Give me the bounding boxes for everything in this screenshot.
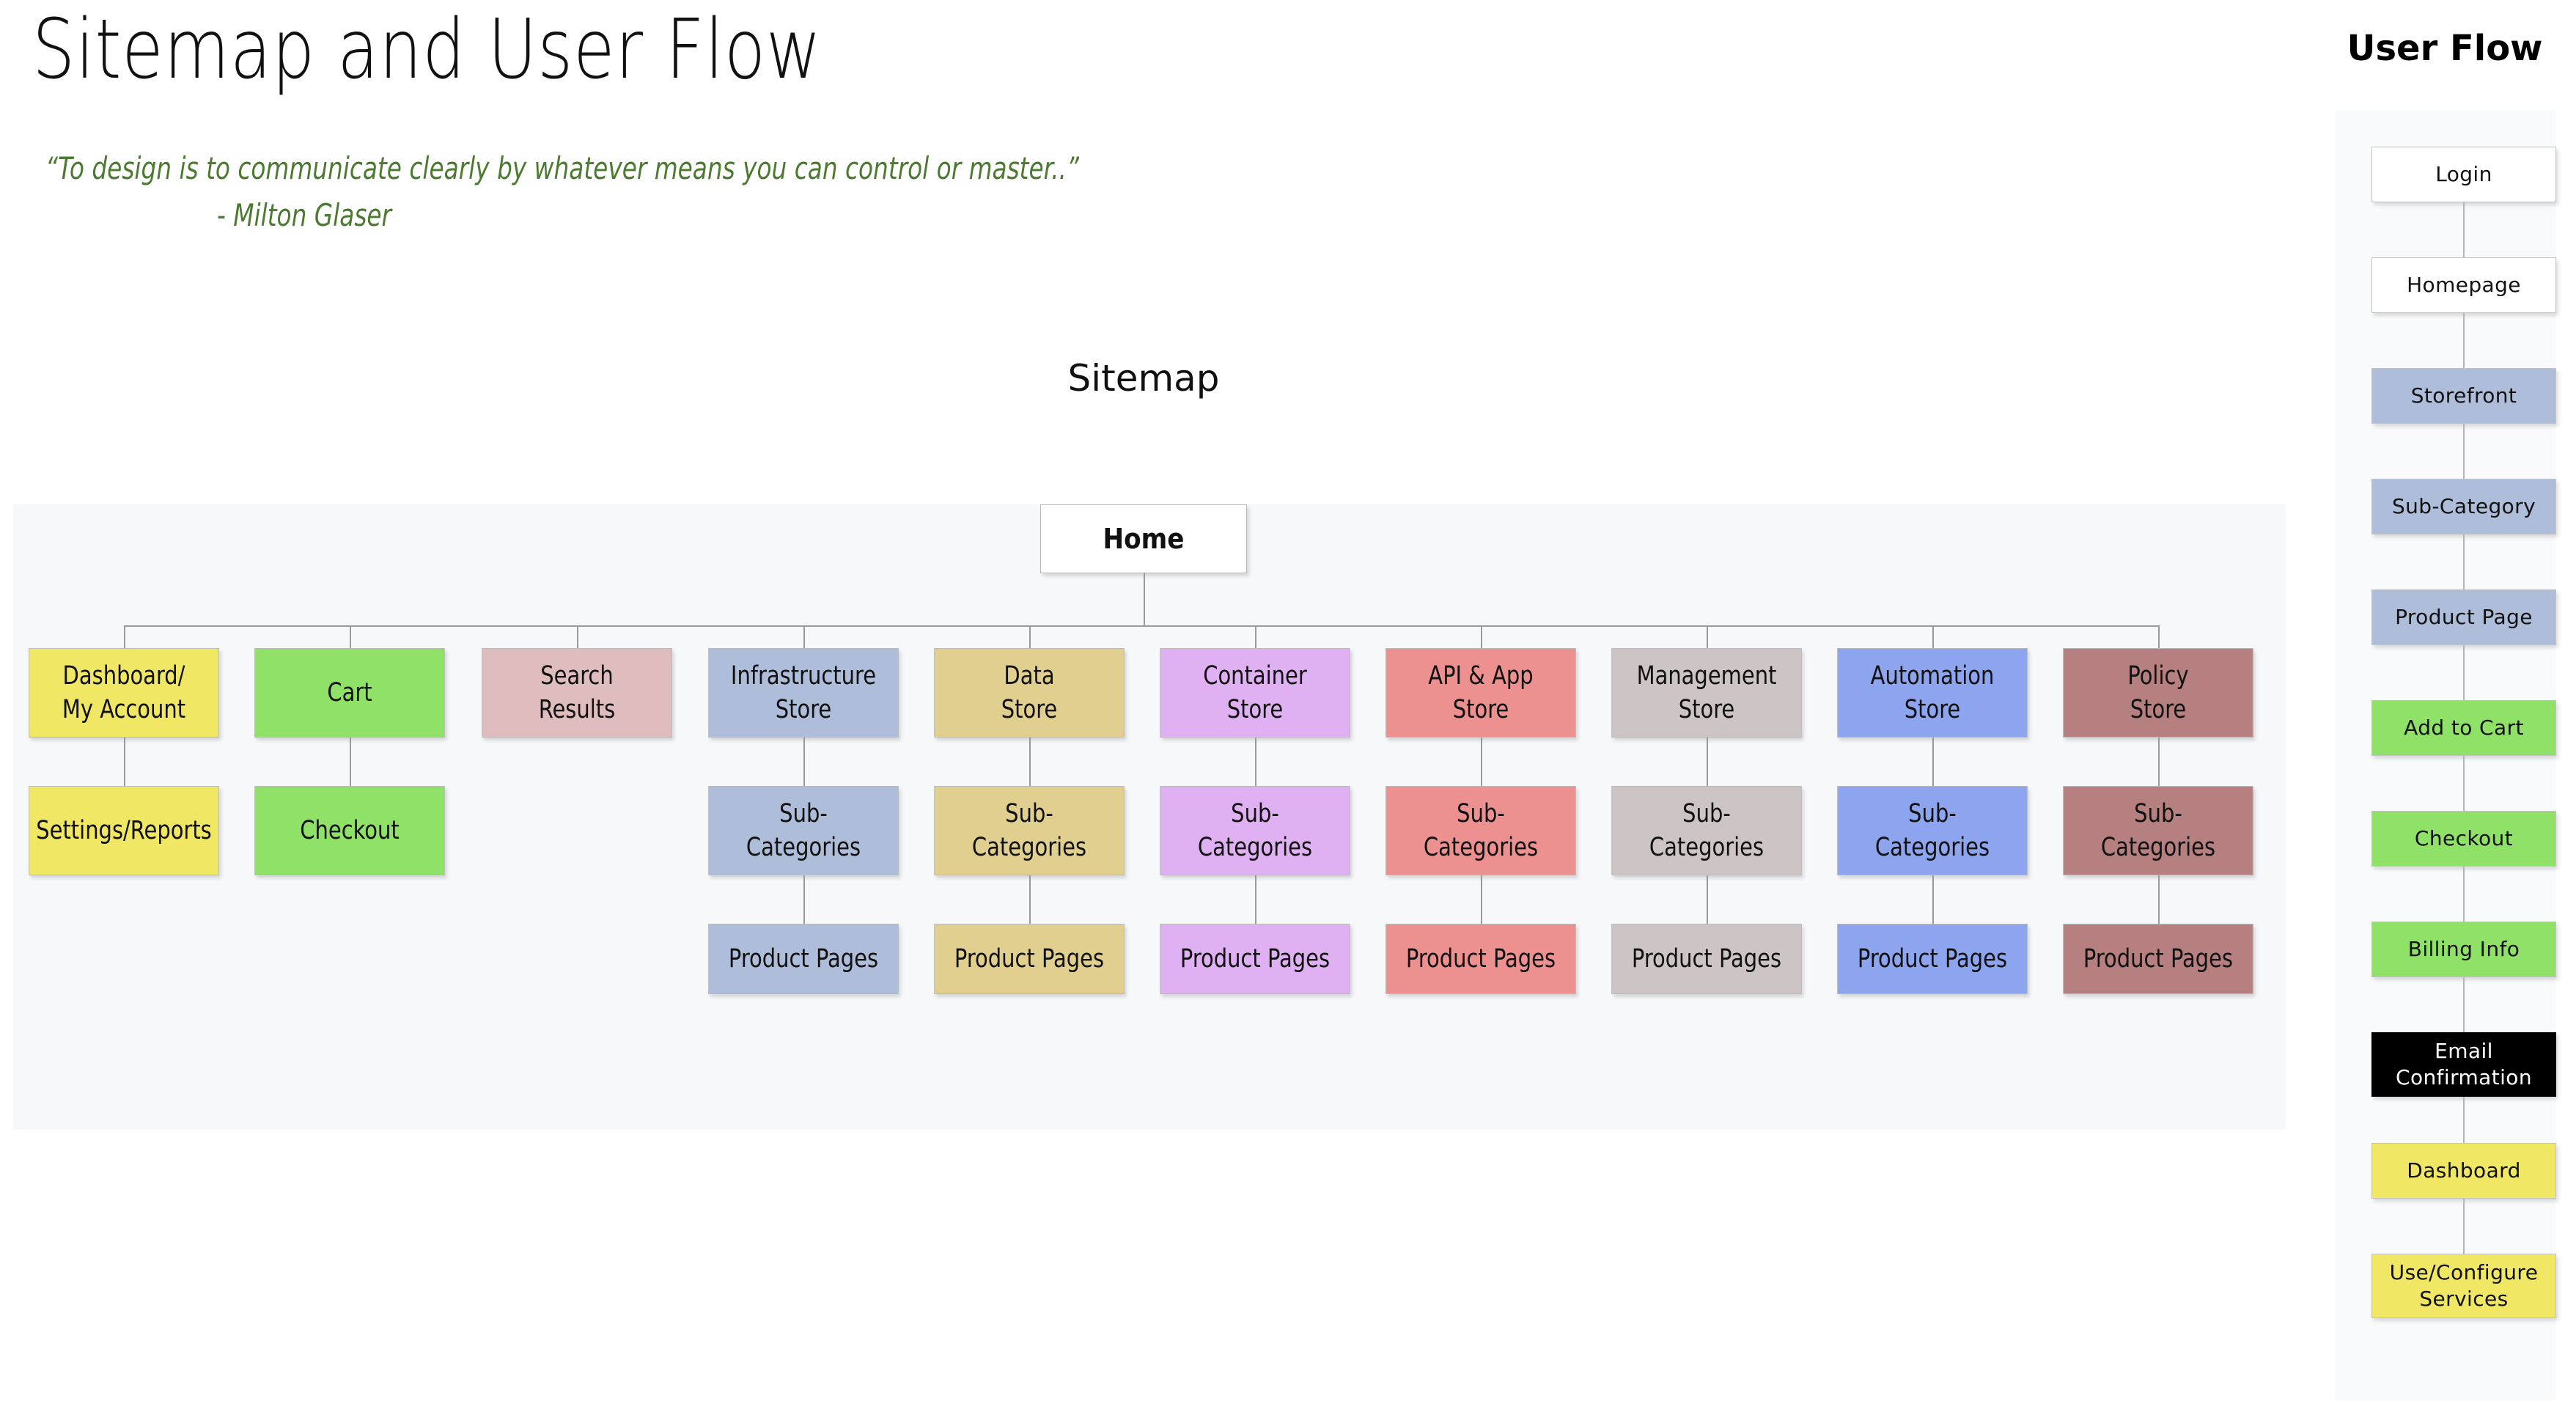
userflow-connector <box>2463 534 2465 589</box>
sitemap-node[interactable]: Product Pages <box>1160 924 1350 994</box>
connector-branch <box>1029 625 1031 648</box>
connector-vertical <box>1481 738 1482 786</box>
quote-attribution: - Milton Glaser <box>217 196 392 233</box>
sitemap-node[interactable]: Product Pages <box>1837 924 2028 994</box>
connector-bus <box>124 625 2158 627</box>
sitemap-node[interactable]: Checkout <box>254 786 445 875</box>
userflow-connector <box>2463 645 2465 700</box>
userflow-heading: User Flow <box>2347 28 2543 69</box>
sitemap-node[interactable]: Container Store <box>1160 648 1350 738</box>
sitemap-node[interactable]: Settings/Reports <box>29 786 219 875</box>
sitemap-node[interactable]: Product Pages <box>1385 924 1576 994</box>
quote-text: “To design is to communicate clearly by … <box>45 150 1079 186</box>
connector-vertical <box>1255 738 1256 786</box>
connector-vertical <box>350 738 351 786</box>
sitemap-node[interactable]: Dashboard/ My Account <box>29 648 219 738</box>
userflow-step[interactable]: Homepage <box>2371 257 2556 313</box>
userflow-connector <box>2463 1097 2465 1143</box>
sitemap-node[interactable]: Management Store <box>1611 648 1802 738</box>
page-title: Sitemap and User Flow <box>32 2 822 98</box>
connector-vertical <box>1029 875 1031 924</box>
design-quote: “To design is to communicate clearly by … <box>45 145 1079 239</box>
connector-vertical <box>803 738 805 786</box>
connector-vertical <box>1481 875 1482 924</box>
connector-vertical <box>1932 875 1934 924</box>
connector-branch <box>577 625 578 648</box>
connector-root-stem <box>1144 573 1145 625</box>
userflow-step[interactable]: Dashboard <box>2371 1143 2556 1199</box>
userflow-connector <box>2463 756 2465 811</box>
connector-branch <box>1707 625 1708 648</box>
userflow-step[interactable]: Email Confirmation <box>2371 1032 2556 1097</box>
sitemap-node[interactable]: Sub- Categories <box>934 786 1125 875</box>
connector-vertical <box>124 738 125 786</box>
userflow-connector <box>2463 424 2465 479</box>
userflow-step[interactable]: Billing Info <box>2371 922 2556 977</box>
connector-branch <box>2158 625 2160 648</box>
userflow-connector <box>2463 313 2465 368</box>
sitemap-node[interactable]: Sub- Categories <box>1160 786 1350 875</box>
userflow-connector <box>2463 1199 2465 1254</box>
connector-vertical <box>1029 738 1031 786</box>
sitemap-node[interactable]: Policy Store <box>2063 648 2253 738</box>
connector-vertical <box>1932 738 1934 786</box>
sitemap-node[interactable]: Sub- Categories <box>1837 786 2028 875</box>
userflow-connector <box>2463 202 2465 257</box>
userflow-step[interactable]: Use/Configure Services <box>2371 1254 2556 1318</box>
sitemap-heading: Sitemap <box>1067 357 1220 400</box>
sitemap-node-home[interactable]: Home <box>1040 504 1247 573</box>
connector-branch <box>1932 625 1934 648</box>
userflow-step[interactable]: Product Page <box>2371 589 2556 645</box>
connector-vertical <box>2158 738 2160 786</box>
userflow-step[interactable]: Sub-Category <box>2371 479 2556 534</box>
connector-branch <box>1481 625 1482 648</box>
connector-vertical <box>1707 738 1708 786</box>
connector-branch <box>124 625 125 648</box>
connector-vertical <box>803 875 805 924</box>
sitemap-node[interactable]: API & App Store <box>1385 648 1576 738</box>
sitemap-node[interactable]: Cart <box>254 648 445 738</box>
sitemap-node[interactable]: Infrastructure Store <box>708 648 899 738</box>
sitemap-node[interactable]: Sub- Categories <box>1611 786 1802 875</box>
sitemap-node[interactable]: Sub- Categories <box>1385 786 1576 875</box>
userflow-connector <box>2463 977 2465 1032</box>
sitemap-node[interactable]: Product Pages <box>708 924 899 994</box>
connector-vertical <box>2158 875 2160 924</box>
sitemap-node[interactable]: Data Store <box>934 648 1125 738</box>
connector-vertical <box>1255 875 1256 924</box>
userflow-step[interactable]: Checkout <box>2371 811 2556 867</box>
sitemap-node[interactable]: Sub- Categories <box>2063 786 2253 875</box>
sitemap-node[interactable]: Search Results <box>482 648 672 738</box>
userflow-step[interactable]: Storefront <box>2371 368 2556 424</box>
sitemap-node[interactable]: Automation Store <box>1837 648 2028 738</box>
sitemap-node[interactable]: Product Pages <box>1611 924 1802 994</box>
userflow-step[interactable]: Add to Cart <box>2371 700 2556 756</box>
connector-branch <box>350 625 351 648</box>
connector-branch <box>1255 625 1256 648</box>
connector-vertical <box>1707 875 1708 924</box>
userflow-step[interactable]: Login <box>2371 147 2556 202</box>
connector-branch <box>803 625 805 648</box>
userflow-connector <box>2463 867 2465 922</box>
sitemap-node[interactable]: Product Pages <box>2063 924 2253 994</box>
sitemap-node[interactable]: Sub- Categories <box>708 786 899 875</box>
sitemap-node[interactable]: Product Pages <box>934 924 1125 994</box>
